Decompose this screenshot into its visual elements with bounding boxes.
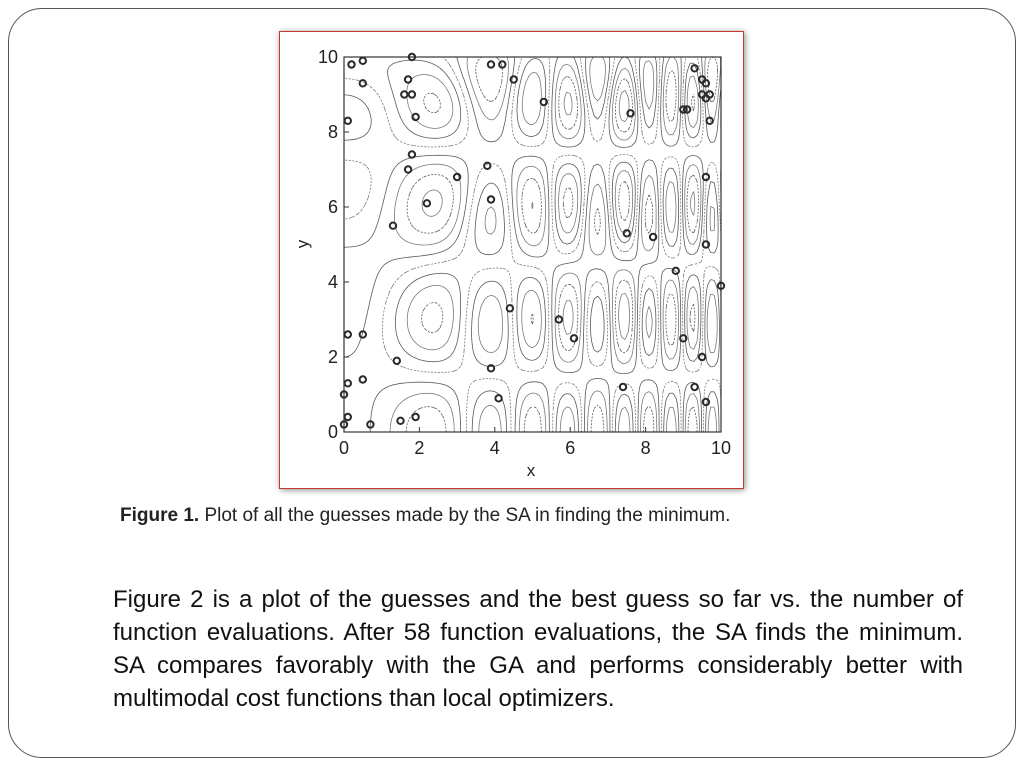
guess-point [505,304,515,313]
guess-point [697,352,707,362]
guess-point [388,221,398,230]
x-tick-label: 4 [490,438,500,458]
guess-point [671,266,680,276]
guess-point [690,382,699,392]
guess-points [339,52,726,429]
guess-point [622,229,631,238]
guess-point [626,109,635,118]
guess-point [701,240,711,249]
guess-point [339,390,349,399]
contour-level [421,92,696,334]
guess-point [358,56,368,65]
guess-point [494,394,503,403]
caption-text: Plot of all the guesses made by the SA i… [199,505,731,526]
guess-point [648,232,658,242]
guess-point [452,172,462,182]
contour-scatter-plot: 0 2 4 6 8 10 0 2 4 6 8 10 x y [280,32,743,488]
guess-point [396,416,405,425]
x-tick-label: 6 [565,438,575,458]
guess-point [347,60,356,69]
guess-point [343,379,353,388]
figure-caption: Figure 1. Plot of all the guesses made b… [120,505,1024,527]
guess-point [679,334,688,343]
guess-point [716,281,726,291]
axis-ticks: 0 2 4 6 8 10 0 2 4 6 8 10 [318,47,731,458]
guess-point [343,116,353,126]
guess-point [411,112,420,122]
body-paragraph: Figure 2 is a plot of the guesses and th… [113,586,963,712]
y-tick-label: 6 [328,197,338,217]
guess-point [498,60,507,69]
x-tick-label: 10 [711,438,731,458]
guess-point [705,116,714,126]
guess-point [701,79,711,88]
guess-point [343,330,353,339]
guess-point [539,97,548,107]
x-tick-label: 0 [339,438,349,458]
guess-point [403,165,413,174]
guess-point [358,79,368,88]
guess-point [705,90,714,99]
guess-point [343,412,353,422]
y-tick-label: 8 [328,122,338,142]
plot-frame [343,56,722,433]
contour-level [421,90,696,340]
guess-point [701,397,711,407]
guess-point [679,105,688,114]
y-tick-label: 10 [318,47,338,67]
contour-level [406,57,717,432]
guess-point [682,105,692,114]
caption-lead: Figure 1. [120,505,200,526]
x-tick-label: 2 [414,438,424,458]
guess-point [483,161,492,171]
guess-point [486,364,496,373]
guess-point [358,330,368,339]
x-axis-label: x [527,461,536,480]
guess-point [486,195,496,204]
guess-point [509,75,518,84]
guess-point [339,420,349,429]
guess-point [407,150,417,159]
guess-point [358,375,368,384]
guess-point [366,420,375,429]
guess-point [407,90,417,99]
guess-point [422,199,432,208]
y-tick-label: 2 [328,347,338,367]
guess-point [392,356,402,365]
y-axis-label: y [293,239,312,248]
guess-point [701,172,711,182]
guess-point [618,382,628,392]
guess-point [407,52,417,62]
y-tick-label: 4 [328,272,338,292]
contour-level [387,57,720,432]
guess-point [554,315,564,324]
guess-point [411,412,420,422]
y-tick-label: 0 [328,422,338,442]
guess-point [486,60,496,69]
guess-point [400,90,409,99]
guess-point [690,64,699,73]
x-tick-label: 8 [641,438,651,458]
guess-point [403,75,413,84]
figure-1: 0 2 4 6 8 10 0 2 4 6 8 10 x y [279,31,744,489]
guess-point [569,334,579,343]
